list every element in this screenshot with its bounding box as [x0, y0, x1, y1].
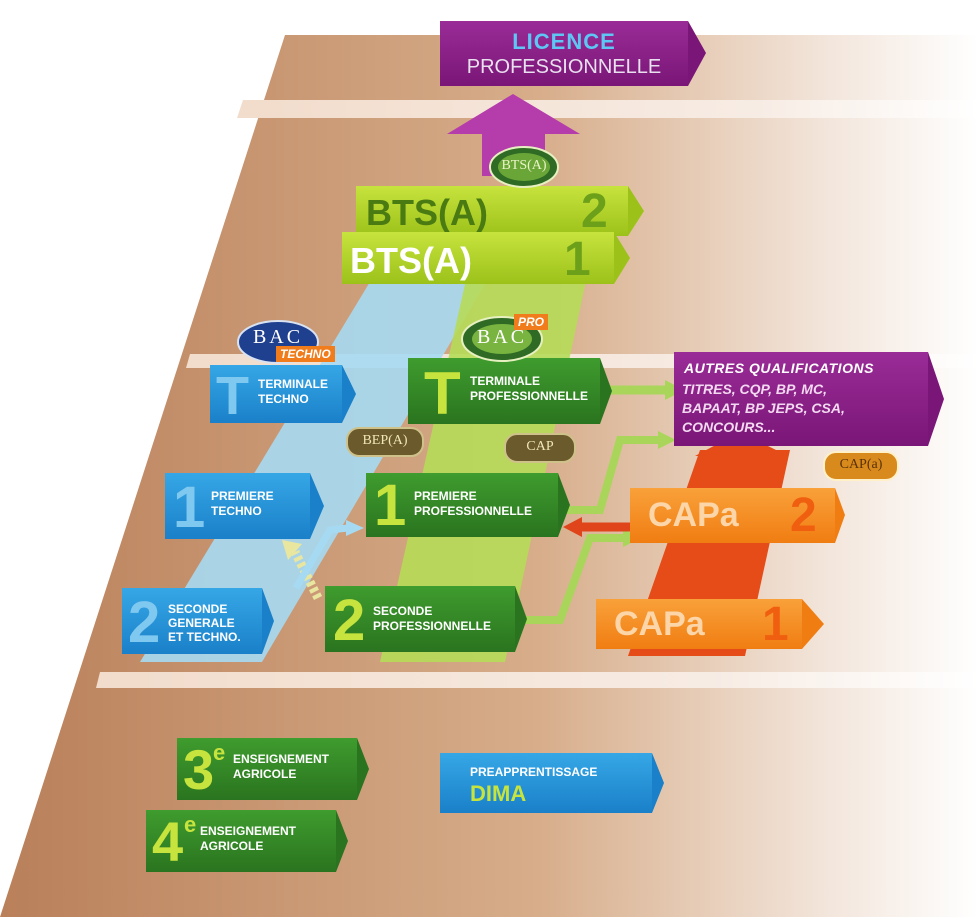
quatrieme-box: 4 e ENSEIGNEMENT AGRICOLE [146, 810, 348, 873]
licence-arrow [447, 94, 580, 176]
premiere-pro-label: PREMIERE PROFESSIONNELLE [414, 489, 533, 518]
arrow-ppro-autres [560, 436, 660, 514]
cap-seal-badge: CAP [503, 430, 577, 466]
dima-big-label: DIMA [470, 781, 527, 806]
bts-seal-badge: BTS(A) [483, 145, 565, 189]
premiere-techno-box: 1 PREMIERE TECHNO [165, 473, 324, 540]
seconde-pro-box: 2 SECONDE PROFESSIONNELLE [325, 586, 527, 653]
dima-box: PREAPPRENTISSAGE DIMA [440, 753, 664, 813]
dima-small-label: PREAPPRENTISSAGE [470, 765, 598, 779]
quatrieme-tip [336, 810, 348, 872]
troisieme-box: 3 e ENSEIGNEMENT AGRICOLE [177, 738, 369, 801]
step-edge-1 [237, 100, 978, 118]
troisieme-number: 3 [183, 738, 215, 801]
quatrieme-sup: e [184, 812, 197, 837]
bac-techno-seal-text: BAC [252, 326, 304, 348]
bac-pro-seal-badge: BAC PRO [460, 314, 560, 364]
terminale-pro-box: T TERMINALE PROFESSIONNELLE [408, 358, 612, 427]
troisieme-tip [357, 738, 369, 800]
laurel-icon [461, 316, 543, 362]
licence-professionnelle-box: LICENCE PROFESSIONNELLE [440, 21, 706, 86]
premiere-techno-number: 1 [173, 475, 206, 540]
arrow-ppro-autres-head [658, 431, 676, 449]
bts-seal-text: BTS(A) [501, 158, 547, 173]
premiere-pro-box: 1 PREMIERE PROFESSIONNELLE [366, 473, 570, 538]
arrow-sgt-ppro-head [282, 540, 302, 560]
autres-qualifications-box: AUTRES QUALIFICATIONS TITRES, CQP, BP, M… [674, 352, 944, 446]
terminale-pro-letter: T [424, 360, 461, 427]
seconde-gt-number: 2 [128, 590, 161, 655]
laurel-icon [504, 433, 576, 463]
capa-seal-badge: CAP(a) [822, 448, 900, 484]
autres-tip [928, 352, 944, 446]
capa-seal-text: CAP(a) [839, 457, 883, 472]
bts1-label: BTS(A) [350, 240, 472, 281]
bts2-number: 2 [581, 185, 608, 238]
bts1-number: 1 [564, 233, 591, 286]
bac-pro-tag: PRO [514, 314, 549, 330]
seconde-gt-label: SECONDE GENERALE ET TECHNO. [168, 602, 241, 644]
premiere-pro-number: 1 [374, 473, 407, 538]
capa2-tip [835, 488, 845, 543]
arrow-spro-ptechno [292, 524, 349, 590]
premiere-techno-label: PREMIERE TECHNO [211, 489, 274, 518]
capa-year-1-box: CAPa 1 [596, 598, 824, 651]
licence-tip [688, 21, 706, 86]
arrow-sgt-ppro [290, 549, 323, 601]
capa1-label: CAPa [614, 605, 705, 643]
step-edge-3 [96, 672, 978, 688]
bts-year-2-box: BTS(A) 2 [356, 185, 644, 238]
premiere-pro-tip [558, 473, 570, 537]
bts1-tip [614, 232, 630, 284]
bts-year-1-box: BTS(A) 1 [342, 232, 630, 286]
seconde-generale-techno-box: 2 SECONDE GENERALE ET TECHNO. [122, 588, 274, 655]
cap-seal-text: CAP [526, 439, 554, 454]
laurel-icon [823, 451, 899, 481]
terminale-techno-tip [342, 365, 356, 423]
quatrieme-label: ENSEIGNEMENT AGRICOLE [200, 824, 297, 853]
bts2-label: BTS(A) [366, 192, 488, 233]
capa2-label: CAPa [648, 496, 739, 534]
capa-year-2-box: CAPa 2 [630, 488, 845, 543]
quatrieme-number: 4 [152, 810, 184, 873]
capa1-tip [802, 599, 824, 649]
seconde-pro-tip [515, 586, 527, 652]
bep-seal-text: BEP(A) [362, 433, 408, 448]
premiere-techno-tip [310, 473, 324, 539]
bts2-tip [628, 186, 644, 236]
bac-techno-tag: TECHNO [276, 346, 335, 362]
troisieme-label: ENSEIGNEMENT AGRICOLE [233, 752, 330, 781]
arrow-spro-capa2 [520, 534, 625, 624]
terminale-techno-letter: T [216, 366, 249, 426]
terminale-pro-label: TERMINALE PROFESSIONNELLE [470, 374, 589, 403]
terminale-techno-label: TERMINALE TECHNO [258, 377, 328, 406]
capa2-number: 2 [790, 489, 817, 542]
terminale-techno-box: T TERMINALE TECHNO [210, 365, 356, 426]
seconde-gt-tip [262, 588, 274, 654]
laurel-icon [346, 427, 424, 457]
dima-tip [652, 753, 664, 813]
licence-subtitle: PROFESSIONNELLE [466, 56, 662, 78]
autres-title: AUTRES QUALIFICATIONS [684, 360, 874, 376]
capa1-number: 1 [762, 598, 789, 651]
bep-seal-badge: BEP(A) [345, 424, 425, 460]
bac-techno-seal-badge: BAC TECHNO [236, 320, 340, 366]
arrow-spro-ptechno-head [346, 520, 364, 536]
terminale-pro-tip [600, 358, 612, 424]
autres-list: TITRES, CQP, BP, MC, BAPAAT, BP JEPS, CS… [682, 381, 845, 435]
licence-title: LICENCE [512, 29, 616, 54]
seconde-pro-number: 2 [333, 588, 366, 653]
laurel-icon [489, 146, 559, 188]
bac-pro-seal-text: BAC [476, 326, 528, 348]
seconde-pro-label: SECONDE PROFESSIONNELLE [373, 604, 492, 633]
arrow-capa2-ppro-head [563, 517, 582, 537]
troisieme-sup: e [213, 740, 226, 765]
